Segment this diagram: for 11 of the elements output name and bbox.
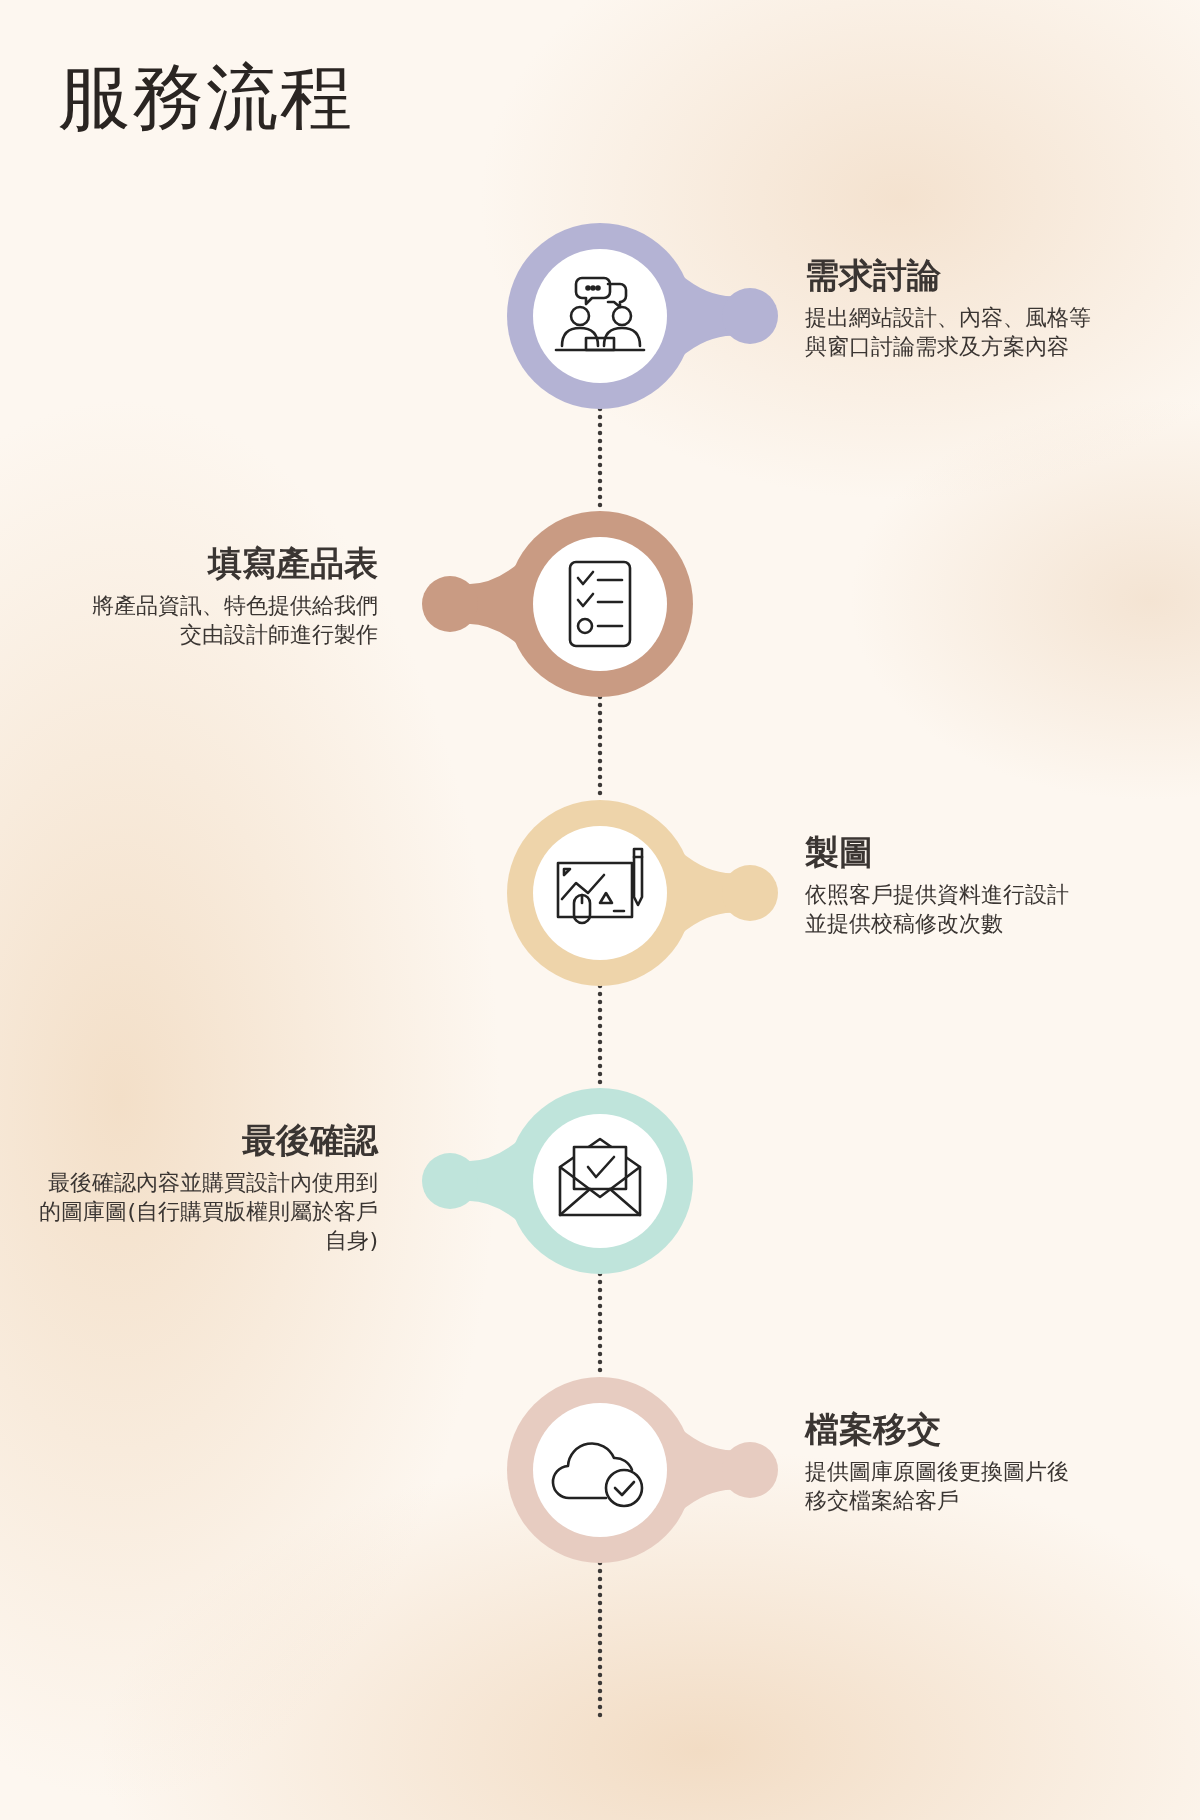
step-heading: 需求討論 xyxy=(805,254,941,297)
step-heading: 填寫產品表 xyxy=(208,542,378,585)
page-title: 服務流程 xyxy=(58,54,354,141)
step-heading: 最後確認 xyxy=(242,1119,378,1162)
step-description: 依照客戶提供資料進行設計並提供校稿修改次數 xyxy=(805,881,1070,938)
step-description: 提供圖庫原圖後更換圖片後移交檔案給客戶 xyxy=(805,1458,1070,1515)
step-heading: 製圖 xyxy=(805,831,873,874)
step-heading: 檔案移交 xyxy=(805,1408,941,1451)
step-description: 將產品資訊、特色提供給我們交由設計師進行製作 xyxy=(91,592,378,649)
step-description: 最後確認內容並購買設計內使用到的圖庫圖(自行購買版權則屬於客戶自身) xyxy=(38,1169,378,1255)
step-description: 提出網站設計、內容、風格等與窗口討論需求及方案內容 xyxy=(805,304,1092,361)
